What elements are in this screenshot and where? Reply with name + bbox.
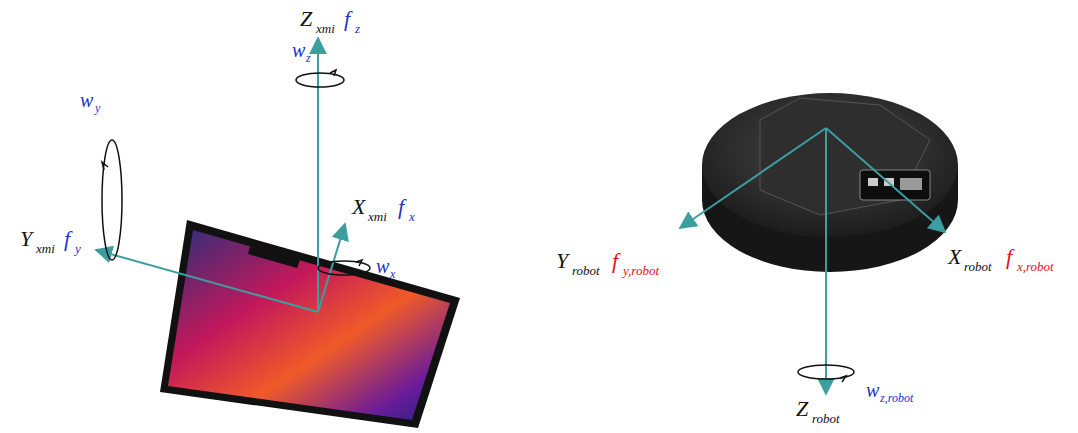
axis-label: f: [64, 228, 70, 250]
axis-subscript: xmi: [36, 242, 55, 255]
axis-label: Z: [796, 398, 808, 420]
axis-label: X: [948, 246, 961, 268]
axis-subscript: x,robot: [1017, 260, 1054, 273]
rotation-arrow: [102, 162, 108, 170]
rotation-arrow: [356, 260, 362, 266]
axis-subscript: z: [355, 22, 360, 35]
axis-label: f: [398, 196, 404, 218]
axis-subscript: y: [95, 102, 100, 114]
axis-subscript: z: [306, 52, 311, 64]
robot-ports: [860, 170, 930, 200]
axis-label: Y: [556, 250, 568, 272]
axis-label: Y: [20, 228, 32, 250]
axis-subscript: xmi: [316, 22, 335, 35]
axis-label: f: [612, 250, 618, 272]
x-axis: [826, 128, 945, 232]
axis-subscript: xmi: [368, 210, 387, 223]
z-axis: [317, 38, 319, 312]
phone-body: [160, 220, 460, 428]
axis-label: X: [352, 196, 365, 218]
axis-label: f: [344, 8, 350, 30]
rotation-arrow: [330, 70, 336, 76]
axis-subscript: y,robot: [623, 264, 659, 277]
axis-label: Z: [300, 8, 312, 30]
y-axis: [680, 128, 826, 228]
x-axis: [318, 224, 345, 312]
phone-notch: [248, 246, 300, 268]
axis-label: f: [1006, 246, 1012, 268]
robot-port: [868, 178, 878, 186]
axis-subscript: robot: [964, 260, 992, 273]
axis-label: w: [866, 380, 879, 400]
robot-top: [702, 93, 958, 237]
axis-subscript: z,robot: [880, 392, 913, 404]
axis-subscript: robot: [812, 412, 840, 425]
robot-port: [900, 178, 922, 190]
rotation-ring: [102, 140, 122, 260]
axis-label: w: [80, 90, 93, 110]
axis-label: w: [292, 40, 305, 60]
z-axis: [825, 128, 827, 394]
phone-screen: [168, 230, 450, 420]
y-axis: [96, 250, 318, 312]
axis-subscript: y: [75, 242, 81, 255]
axis-subscript: x: [390, 268, 395, 280]
axis-label: w: [376, 256, 389, 276]
rotation-ring: [318, 261, 370, 275]
axis-subscript: x: [409, 210, 415, 223]
axis-subscript: robot: [572, 264, 600, 277]
rotation-arrow: [840, 376, 846, 382]
rotation-ring: [296, 73, 344, 87]
